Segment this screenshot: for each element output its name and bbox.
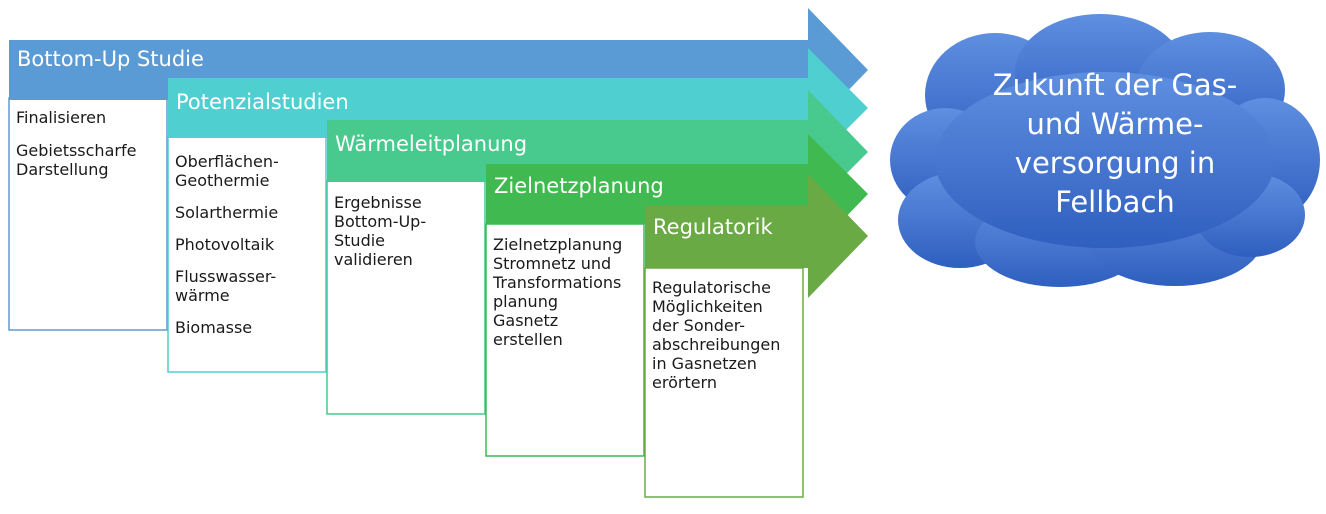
stage-items-potenzial: Oberflächen-Geothermie Solarthermie Phot… [175,152,279,337]
list-item: Solarthermie [175,203,279,222]
goal-text: Zukunft der Gas- und Wärme- versorgung i… [992,68,1238,219]
stage-title-zielnetz: Zielnetzplanung [494,174,664,198]
goal-cloud [890,14,1320,287]
stage-title-regulatorik: Regulatorik [653,215,773,239]
list-item: Biomasse [175,318,253,337]
list-item: Oberflächen-Geothermie [175,152,279,190]
stage-title-potenzial: Potenzialstudien [176,90,349,114]
stage-arrow-zielnetz [486,134,868,256]
list-item: Finalisieren [16,108,107,127]
stage-box-bottom-up [8,97,168,331]
stage-title-bottom-up: Bottom-Up Studie [17,47,204,71]
stage-arrow-bottom-up [9,8,868,132]
list-item: Photovoltaik [175,235,275,254]
stage-box-zielnetz [485,223,645,457]
stage-box-regulatorik [644,267,804,498]
list-item: Flusswasser-wärme [175,267,277,305]
stage-title-waermeleit: Wärmeleitplanung [335,132,528,156]
stage-arrow-regulatorik [645,174,868,298]
stage-box-potenzial [167,136,327,373]
